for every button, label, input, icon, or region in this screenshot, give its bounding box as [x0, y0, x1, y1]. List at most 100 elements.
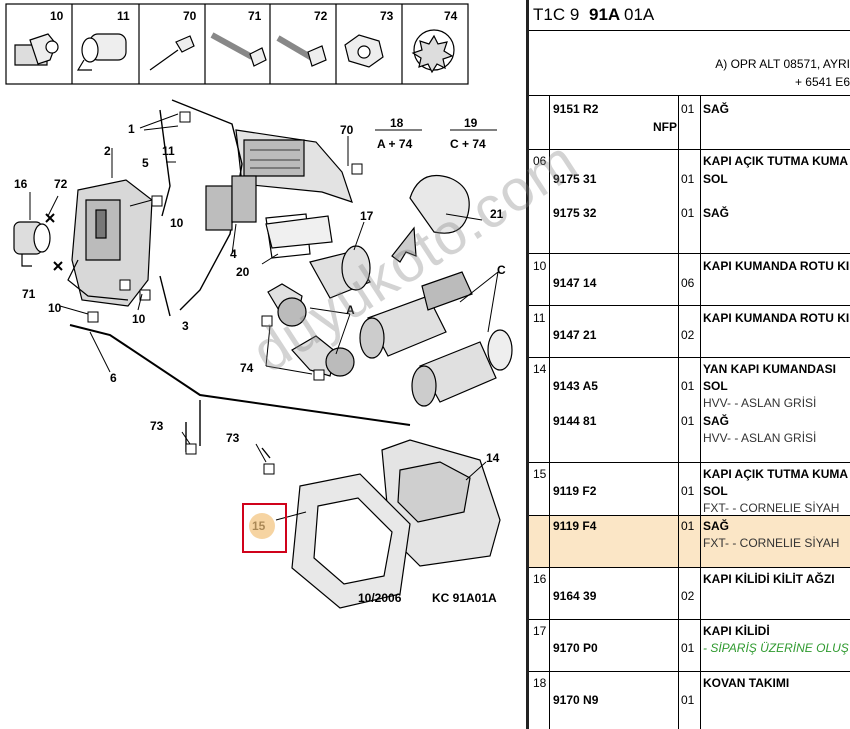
callout-C: C [497, 263, 506, 277]
group-18-num: 18 [390, 116, 404, 130]
qty: 06 [681, 276, 695, 290]
diagram-date: 10/2006 [358, 591, 402, 605]
nut-clip-icon [344, 34, 384, 68]
callout-74: 74 [240, 361, 254, 375]
part-color: HVV- - ASLAN GRİSİ [703, 396, 817, 410]
part-desc: SAĞ [703, 102, 730, 116]
title-prefix: T1C 9 [533, 5, 580, 24]
header-line-2: + 6541 E6 [794, 75, 850, 89]
table-row[interactable] [529, 150, 850, 254]
callout-72: 72 [54, 177, 68, 191]
callout-1: 1 [128, 122, 135, 136]
table-row[interactable] [529, 254, 850, 306]
part-number: 9147 21 [553, 328, 597, 342]
part-number: 9119 F4 [553, 519, 597, 533]
part-color: FXT- - CORNELIE SİYAH [703, 501, 840, 515]
parts-table: T1C 9 91A 01A A) OPR ALT 08571, AYRI + 6… [529, 0, 850, 729]
gasket-pads [205, 175, 257, 231]
part-number: 9175 31 [553, 172, 597, 186]
table-row-selected[interactable] [529, 516, 850, 568]
callout-20: 20 [236, 265, 250, 279]
key [391, 174, 470, 263]
part-A-group [267, 283, 355, 377]
part-number: 9170 N9 [553, 693, 599, 707]
callout-73a: 73 [150, 419, 164, 433]
callout-10b: 10 [48, 301, 62, 315]
part-number: 9170 P0 [553, 641, 598, 655]
part-desc: SOL [703, 172, 728, 186]
table-row[interactable] [529, 358, 850, 463]
group-number: 06 [533, 154, 547, 168]
part-desc: SOL [703, 484, 728, 498]
qty: 01 [681, 641, 695, 655]
cylinders [359, 271, 513, 407]
callout-73b: 73 [226, 431, 240, 445]
table-header: A) OPR ALT 08571, AYRI + 6541 E6 [529, 31, 850, 96]
part-desc: SAĞ [703, 206, 730, 220]
group-19-sub: C + 74 [450, 137, 486, 151]
callout-16: 16 [14, 177, 28, 191]
qty: 01 [681, 102, 695, 116]
col-line-1b [549, 95, 550, 729]
parts-diagram: 10 11 70 71 72 73 74 [5, 3, 513, 609]
group-18-sub: A + 74 [377, 137, 413, 151]
qty: 01 [681, 379, 695, 393]
group-title: KAPI AÇIK TUTMA KUMA [703, 154, 849, 168]
clip-icon [14, 33, 59, 66]
part-desc: SAĞ [703, 414, 730, 428]
group-number: 16 [533, 572, 547, 586]
cylinder-clip-icon [76, 33, 127, 71]
group-number: 10 [533, 259, 547, 273]
table-row[interactable] [529, 620, 850, 672]
table-row[interactable] [529, 463, 850, 516]
table-row[interactable] [529, 568, 850, 620]
part-desc: SOL [703, 379, 728, 393]
x-markers [45, 213, 63, 271]
part-desc: SAĞ [703, 519, 730, 533]
callout-4: 4 [230, 247, 237, 261]
diagram-code: KC 91A01A [432, 591, 497, 605]
part-number: 9144 81 [553, 414, 597, 428]
table-row[interactable] [529, 96, 850, 150]
strip-num-73: 73 [380, 9, 394, 23]
table-row[interactable] [529, 306, 850, 358]
callout-10a: 10 [170, 216, 184, 230]
qty: 01 [681, 519, 695, 533]
rod-73b [261, 447, 271, 459]
part-number: 9175 32 [553, 206, 597, 220]
group-title: KAPI KİLİDİ KİLİT AĞZI [703, 572, 835, 586]
part-number: 9164 39 [553, 589, 597, 603]
callout-A: A [346, 303, 355, 317]
bracket-20 [265, 215, 333, 249]
part-number: 9147 14 [553, 276, 597, 290]
group-number: 14 [533, 362, 547, 376]
group-title: KOVAN TAKIMI [703, 676, 790, 690]
callout-3: 3 [182, 319, 189, 333]
rod-11 [159, 109, 171, 217]
callout-70: 70 [340, 123, 354, 137]
group-title: YAN KAPI KUMANDASI [703, 362, 836, 376]
qty: 01 [681, 484, 695, 498]
part-number: 9119 F2 [553, 484, 597, 498]
table-title: T1C 9 91A 01A [529, 0, 850, 31]
door-lock-assembly [67, 179, 153, 307]
rod-3 [159, 275, 171, 317]
col-line-3b [700, 95, 701, 729]
outside-handle [235, 129, 353, 203]
part-note: NFP [653, 120, 677, 134]
callout-11: 11 [162, 144, 175, 158]
icon-strip [5, 3, 469, 85]
group-number: 17 [533, 624, 547, 638]
header-line-1: A) OPR ALT 08571, AYRI [715, 57, 850, 71]
bolt-icon [276, 35, 327, 67]
qty: 02 [681, 328, 695, 342]
qty: 01 [681, 206, 695, 220]
callout-14: 14 [486, 451, 500, 465]
part-color: HVV- - ASLAN GRİSİ [703, 431, 817, 445]
callout-6: 6 [110, 371, 117, 385]
inner-handle-14 [381, 439, 501, 567]
strip-num-74: 74 [444, 9, 458, 23]
callout-5: 5 [142, 156, 149, 170]
screw-icon [210, 32, 267, 67]
star-washer-icon [411, 29, 455, 74]
